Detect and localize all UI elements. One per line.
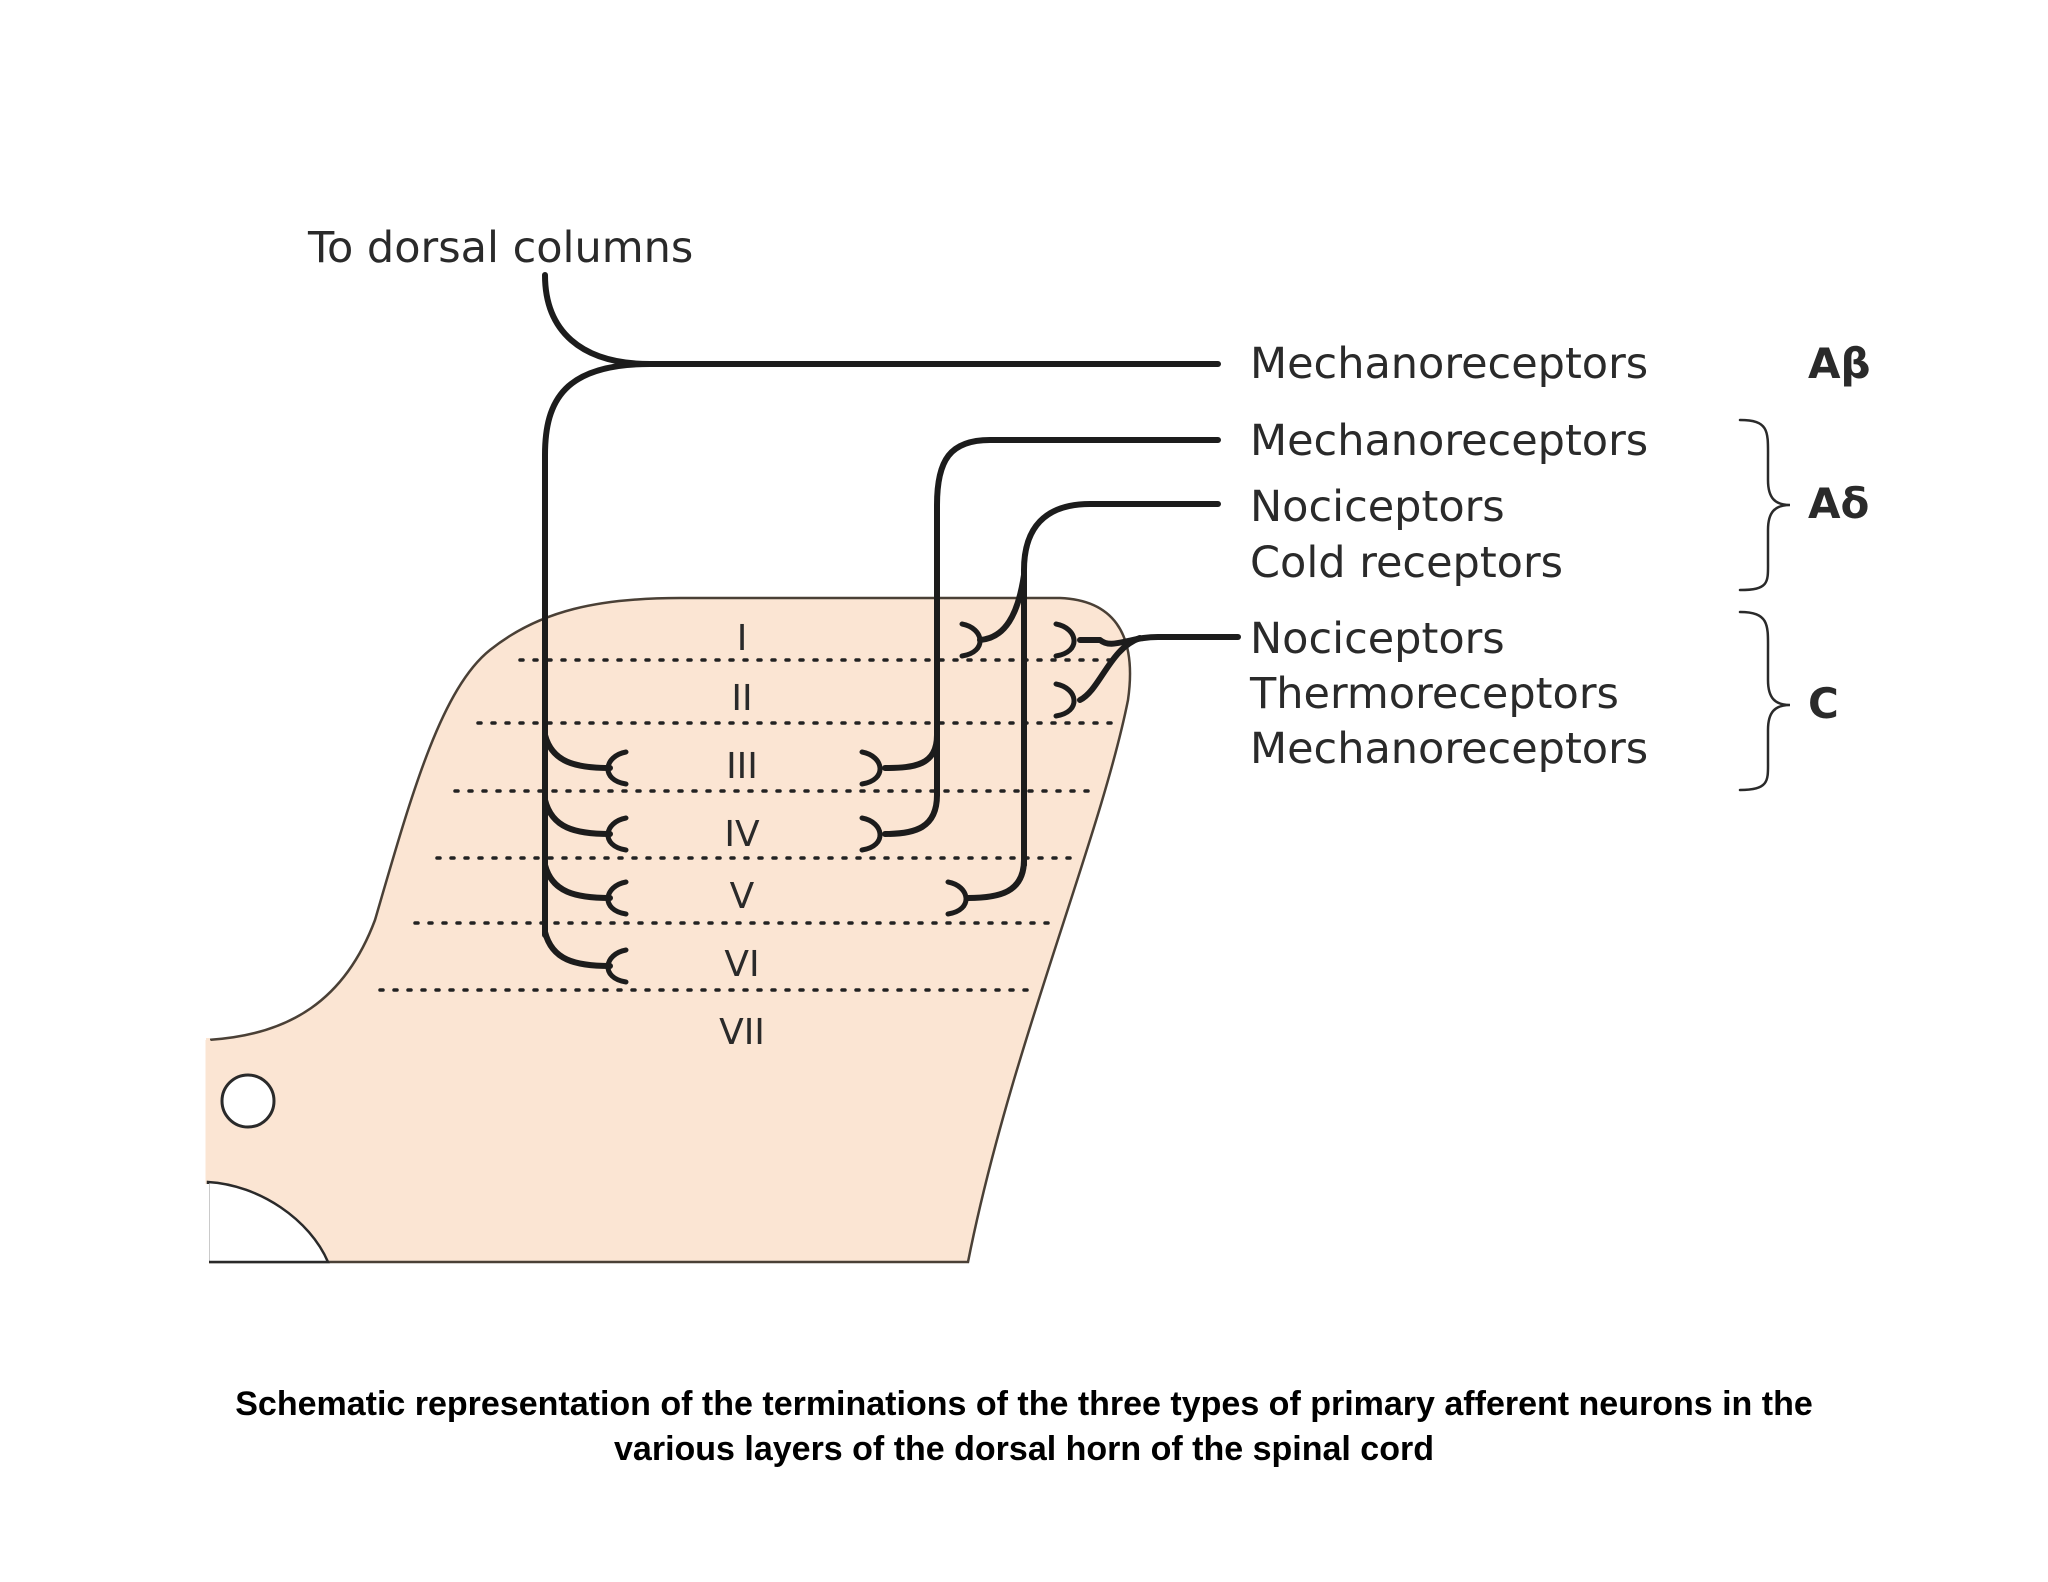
caption-line-1: Schematic representation of the terminat…	[235, 1385, 1813, 1423]
dorsal-horn-region	[206, 596, 1132, 1264]
ab-mechanoreceptors-label: Mechanoreceptors	[1250, 339, 1648, 389]
lamina-label: I	[737, 618, 748, 659]
a-delta-nociceptor-fiber	[945, 501, 1221, 917]
c-fiber	[1053, 621, 1241, 719]
central-canal-icon	[220, 1073, 276, 1129]
c-thermoreceptors-label: Thermoreceptors	[1249, 669, 1619, 719]
c-nociceptors-label: Nociceptors	[1250, 614, 1505, 664]
caption-line-2: various layers of the dorsal horn of the…	[614, 1430, 1434, 1468]
a-delta-brace	[1738, 418, 1791, 592]
c-mechanoreceptors-label: Mechanoreceptors	[1250, 724, 1648, 774]
lamina-label: III	[726, 746, 758, 787]
lamina-label: IV	[724, 814, 760, 855]
a-delta-class-label: Aδ	[1808, 479, 1869, 528]
ventral-notch	[206, 1180, 330, 1264]
ad-mechanoreceptors-label: Mechanoreceptors	[1250, 416, 1648, 466]
lamina-label: VII	[719, 1012, 765, 1053]
ad-cold-receptors-label: Cold receptors	[1250, 538, 1563, 588]
lamina-label: II	[731, 678, 752, 719]
c-class-label: C	[1808, 679, 1839, 728]
a-beta-class-label: Aβ	[1808, 339, 1871, 388]
c-brace	[1738, 610, 1791, 792]
to-dorsal-columns-label: To dorsal columns	[307, 223, 693, 273]
figure-caption: Schematic representation of the terminat…	[150, 1382, 1898, 1472]
a-delta-mechanoreceptor-fiber	[859, 437, 1221, 853]
lamina-boundaries	[378, 658, 1124, 992]
lamina-label: V	[730, 876, 755, 917]
ad-nociceptors-label: Nociceptors	[1250, 482, 1505, 532]
lamina-labels: I II III IV V VI VII	[719, 618, 765, 1053]
a-beta-fiber	[542, 272, 1221, 985]
lamina-label: VI	[724, 944, 759, 985]
